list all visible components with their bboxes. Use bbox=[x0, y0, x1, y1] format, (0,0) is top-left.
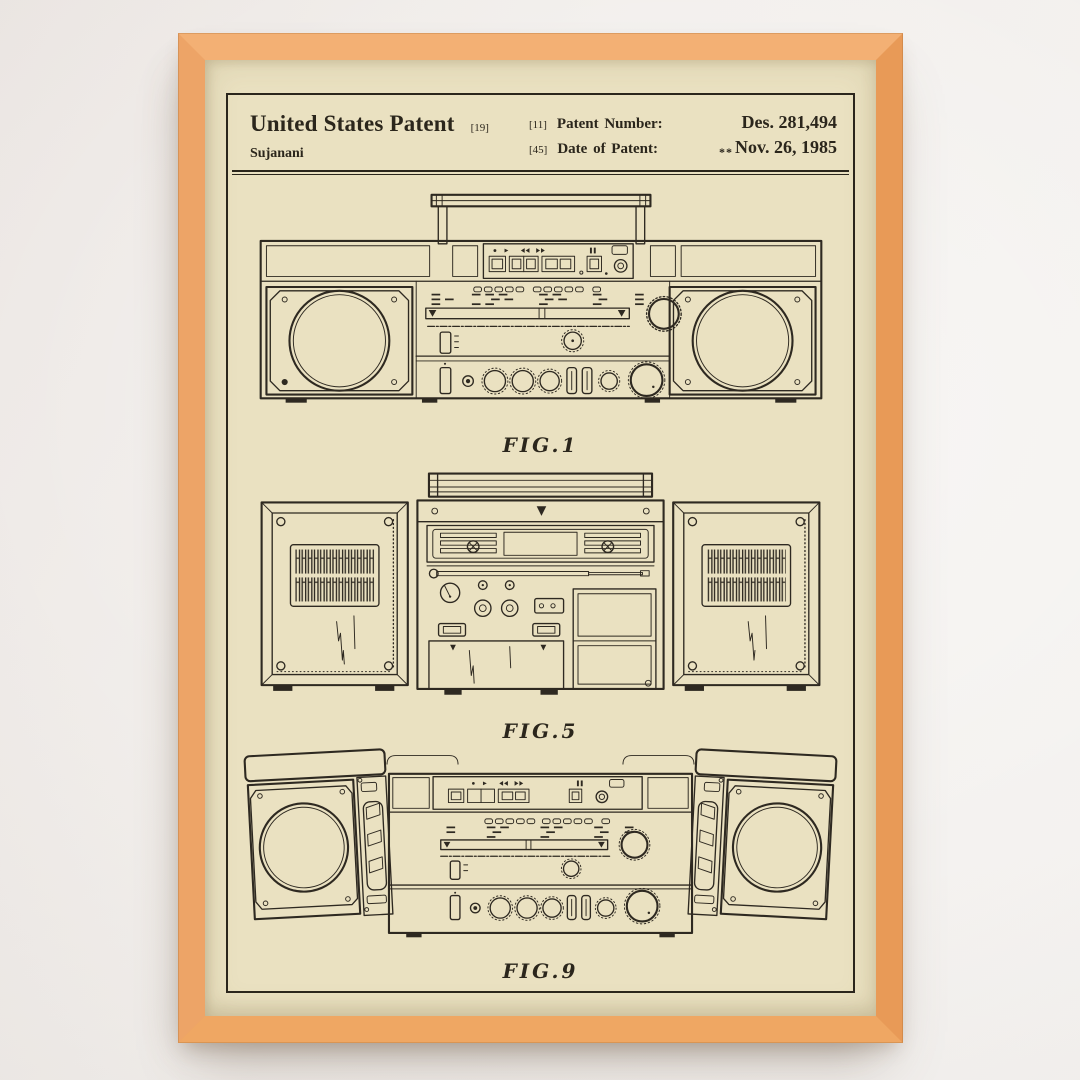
fig1-center-console bbox=[285, 280, 796, 403]
fig5-antenna bbox=[428, 568, 650, 579]
patent-date-row: [45] Date of Patent: **Nov. 26, 1985 bbox=[529, 137, 837, 159]
patent-sheet-border: United States Patent [19] Sujanani [11] … bbox=[226, 93, 855, 993]
patent-number-code: [11] bbox=[529, 119, 547, 131]
patent-header-right: [11] Patent Number: Des. 281,494 [45] Da… bbox=[529, 112, 837, 162]
figure-9: FIG.9 bbox=[228, 745, 853, 983]
patent-paper: United States Patent [19] Sujanani [11] … bbox=[205, 60, 876, 1016]
fig1-label: FIG.1 bbox=[502, 433, 579, 457]
fig5-rear-compartment bbox=[572, 588, 657, 690]
fig1-mid-controls bbox=[439, 329, 584, 354]
figure-5: FIG.5 bbox=[228, 462, 853, 743]
patent-title: United States Patent bbox=[250, 111, 455, 136]
patent-number-label: Patent Number: bbox=[556, 116, 663, 132]
fig1-tuner-dial bbox=[424, 307, 630, 328]
fig9-console bbox=[388, 818, 693, 925]
fig9-right-connector-panel bbox=[687, 775, 725, 917]
picture-frame: United States Patent [19] Sujanani [11] … bbox=[178, 33, 903, 1043]
fig5-boombox-rear-drawing bbox=[260, 472, 821, 695]
fig5-center-unit-back bbox=[416, 472, 665, 695]
fig1-cassette-control-panel bbox=[482, 243, 634, 280]
fig5-right-speaker-back bbox=[672, 501, 821, 691]
fig9-center-unit bbox=[387, 772, 694, 938]
fig5-label: FIG.5 bbox=[502, 719, 579, 743]
patent-date-prefix: ** bbox=[718, 145, 733, 159]
fig9-left-bracket-mark bbox=[386, 755, 459, 765]
fig1-feet bbox=[285, 398, 796, 403]
fig1-bottom-controls bbox=[439, 361, 665, 399]
fig5-left-speaker-back bbox=[260, 501, 409, 691]
header-rule bbox=[232, 170, 849, 175]
fig1-scale-marks bbox=[431, 293, 644, 306]
fig1-right-speaker bbox=[668, 285, 817, 396]
fig1-preset-buttons bbox=[472, 286, 601, 293]
fig1-tuning-knob bbox=[645, 295, 682, 332]
patent-header: United States Patent [19] Sujanani [11] … bbox=[228, 95, 853, 162]
figure-1: FIG.1 bbox=[228, 191, 853, 457]
patent-date-text: Nov. 26, 1985 bbox=[734, 137, 837, 157]
patent-header-left: United States Patent [19] Sujanani bbox=[250, 111, 489, 162]
fig9-left-speaker-detached bbox=[243, 748, 394, 921]
fig5-cassette-door bbox=[426, 524, 655, 563]
fig1-handle bbox=[430, 193, 651, 245]
fig9-boombox-detached-drawing bbox=[243, 748, 838, 938]
fig9-label: FIG.9 bbox=[502, 959, 579, 983]
fig1-left-speaker bbox=[264, 285, 413, 396]
inventor-name: Sujanani bbox=[250, 146, 304, 161]
fig9-cassette-control-panel bbox=[432, 775, 643, 810]
patent-date-value: **Nov. 26, 1985 bbox=[713, 137, 837, 159]
fig9-left-connector-panel bbox=[356, 775, 394, 917]
fig1-boombox-front-drawing bbox=[259, 193, 822, 403]
patent-title-code: [19] bbox=[470, 122, 489, 134]
patent-date-label: Date of Patent: bbox=[557, 141, 658, 157]
patent-date-code: [45] bbox=[529, 144, 548, 156]
fig5-folded-handle bbox=[427, 472, 654, 498]
fig9-right-bracket-mark bbox=[622, 755, 695, 765]
patent-number-value: Des. 281,494 bbox=[741, 112, 838, 132]
fig5-battery-door bbox=[428, 640, 565, 690]
patent-number-row: [11] Patent Number: Des. 281,494 bbox=[529, 112, 837, 133]
fig9-right-speaker-detached bbox=[687, 748, 838, 921]
fig1-body bbox=[259, 239, 822, 400]
fig5-rear-controls bbox=[439, 580, 565, 618]
